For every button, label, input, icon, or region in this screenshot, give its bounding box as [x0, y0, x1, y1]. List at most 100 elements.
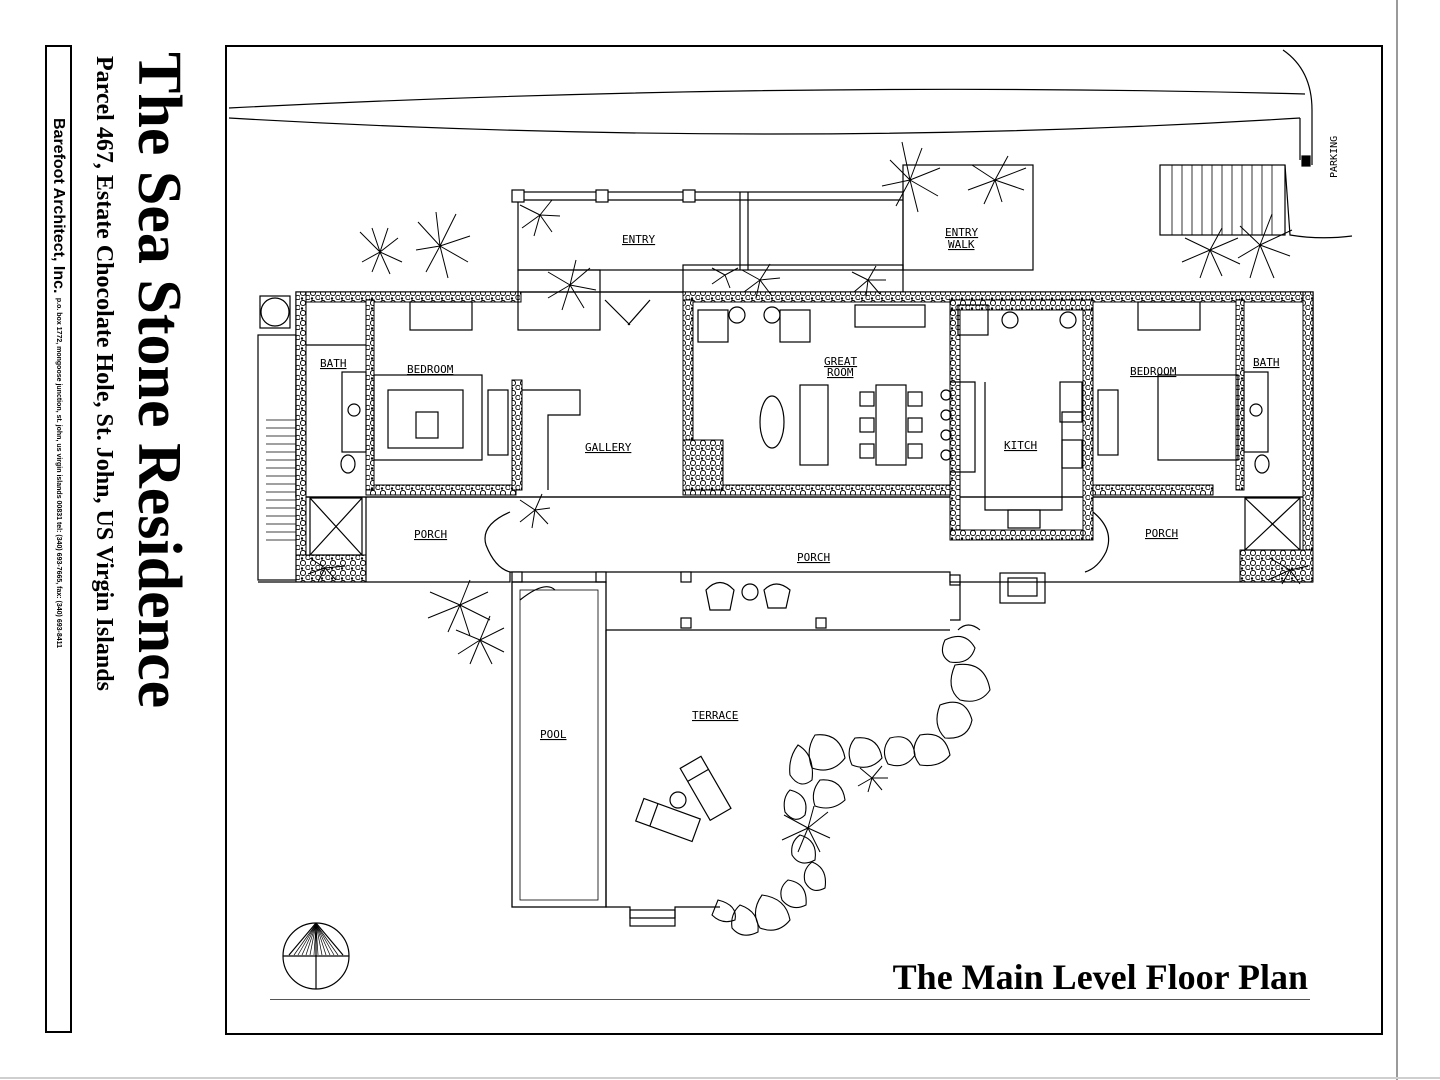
entry-stairs: [1159, 164, 1286, 236]
floor-plan-drawing: ENTRY ENTRY WALK BATH BEDROOM GALLERY GR…: [228, 49, 1353, 990]
room-label-kitchen: KITCH: [1004, 439, 1037, 452]
palm-icon: [519, 199, 597, 529]
pool-inner: [519, 589, 599, 901]
grill: [999, 572, 1046, 604]
stair-treads: [1171, 165, 1273, 235]
sheet-edge: [1396, 0, 1398, 1080]
boulders: [711, 624, 991, 936]
stone-wall-south: [365, 484, 517, 496]
vanity-right: [1243, 371, 1269, 453]
desk-right: [1097, 389, 1119, 456]
stone-wall-bedroom-left: [365, 299, 375, 491]
room-label-bath-right: BATH: [1253, 356, 1280, 369]
chair: [859, 417, 875, 433]
entry-walk: [902, 164, 1034, 271]
lounger: [634, 797, 702, 843]
palm-icon: [781, 765, 888, 853]
palm-icon: [1181, 213, 1293, 279]
sofa: [799, 384, 829, 466]
room-label-bedroom-left: BEDROOM: [407, 363, 454, 376]
parking-edge: [1284, 164, 1353, 239]
bed-left: [373, 374, 483, 461]
firm-credit: Barefoot Architect, Inc. p.o. box 1772, …: [50, 118, 67, 649]
chair: [907, 391, 923, 407]
stone-wall-utility: [949, 299, 1094, 311]
stone-wall-corner-right: [1239, 549, 1314, 583]
gallery-door: [604, 299, 651, 326]
stone-wall-north: [295, 291, 522, 303]
armchair: [779, 309, 811, 343]
room-label-pool: POOL: [540, 728, 567, 741]
stone-wall-corner-left: [295, 554, 367, 583]
driveway-curve: [1282, 49, 1313, 165]
room-label-great-room: GREAT: [824, 355, 857, 368]
room-label-bedroom-right: BEDROOM: [1130, 365, 1177, 378]
porch-outline: [258, 571, 1313, 583]
firm-box: [45, 45, 72, 1033]
toilet-left: [340, 454, 356, 474]
palm-icon: [359, 211, 471, 279]
kitchen-counter: [950, 381, 976, 473]
parking-post: [1301, 155, 1311, 167]
water-tank: [260, 297, 290, 327]
room-label-entry-walk-2: WALK: [948, 238, 975, 251]
steps: [629, 909, 676, 927]
porch-column: [680, 617, 692, 629]
room-label-porch-left: PORCH: [414, 528, 447, 541]
room-label-porch-right: PORCH: [1145, 527, 1178, 540]
stone-wall-west: [295, 291, 307, 583]
vanity-left: [341, 371, 367, 453]
sink-left: [347, 403, 361, 417]
bed-right: [1157, 374, 1239, 461]
porch-column: [511, 571, 523, 583]
bed-inner-left: [387, 389, 464, 449]
coffee-table: [759, 395, 785, 449]
chair: [859, 443, 875, 459]
firm-name: Barefoot Architect, Inc.: [50, 118, 67, 294]
palm-icon: [307, 557, 1309, 585]
vegetation: [307, 141, 1309, 853]
kitchen-sink: [1007, 509, 1041, 529]
project-subtitle: Parcel 467, Estate Chocolate Hole, St. J…: [91, 56, 117, 691]
porch-column: [949, 574, 961, 586]
lounge-chair: [763, 583, 791, 609]
exterior-stair-left: [266, 419, 296, 541]
column: [595, 189, 609, 203]
north-arrow: [282, 922, 350, 990]
room-label-entry-walk: ENTRY: [945, 226, 978, 239]
dining-table: [875, 384, 907, 466]
outdoor-shower-left: [257, 334, 297, 581]
pool-step: [519, 586, 556, 601]
sheet-edge-bottom: [0, 1077, 1440, 1079]
pillow-left: [415, 411, 439, 439]
palm-icon: [427, 579, 505, 665]
stone-wall-bedroom-right: [1235, 299, 1245, 491]
title-rule: [270, 999, 1310, 1000]
lounge-chair: [705, 581, 735, 611]
utility-room: [957, 304, 989, 336]
gallery-partition: [522, 389, 581, 490]
gallery-planter: [517, 269, 601, 331]
porch-arc-left: [484, 511, 511, 573]
room-label-entry: ENTRY: [622, 233, 655, 246]
road-edge: [228, 117, 1301, 135]
parking-label: PARKING: [1329, 136, 1340, 178]
chair: [907, 417, 923, 433]
lounger: [679, 755, 732, 822]
house-outline: [295, 291, 1314, 498]
stone-wall-kitchen: [949, 299, 961, 541]
stone-wall-gallery: [682, 439, 724, 491]
room-label-great-room-2: ROOM: [827, 366, 854, 379]
fridge: [1059, 381, 1083, 423]
terrace-edge: [605, 630, 720, 919]
porch-arc-right: [1084, 511, 1110, 573]
porch-column: [595, 571, 607, 583]
palm-icon: [881, 141, 1027, 213]
porch-column: [815, 617, 827, 629]
entry-court: [517, 191, 904, 271]
sink-right: [1249, 403, 1263, 417]
toilet-right: [1254, 454, 1270, 474]
firm-address: p.o. box 1772, mongoose junction, st. jo…: [55, 297, 62, 649]
stone-wall-kitchen: [949, 529, 1094, 541]
shower-right: [1244, 497, 1301, 551]
